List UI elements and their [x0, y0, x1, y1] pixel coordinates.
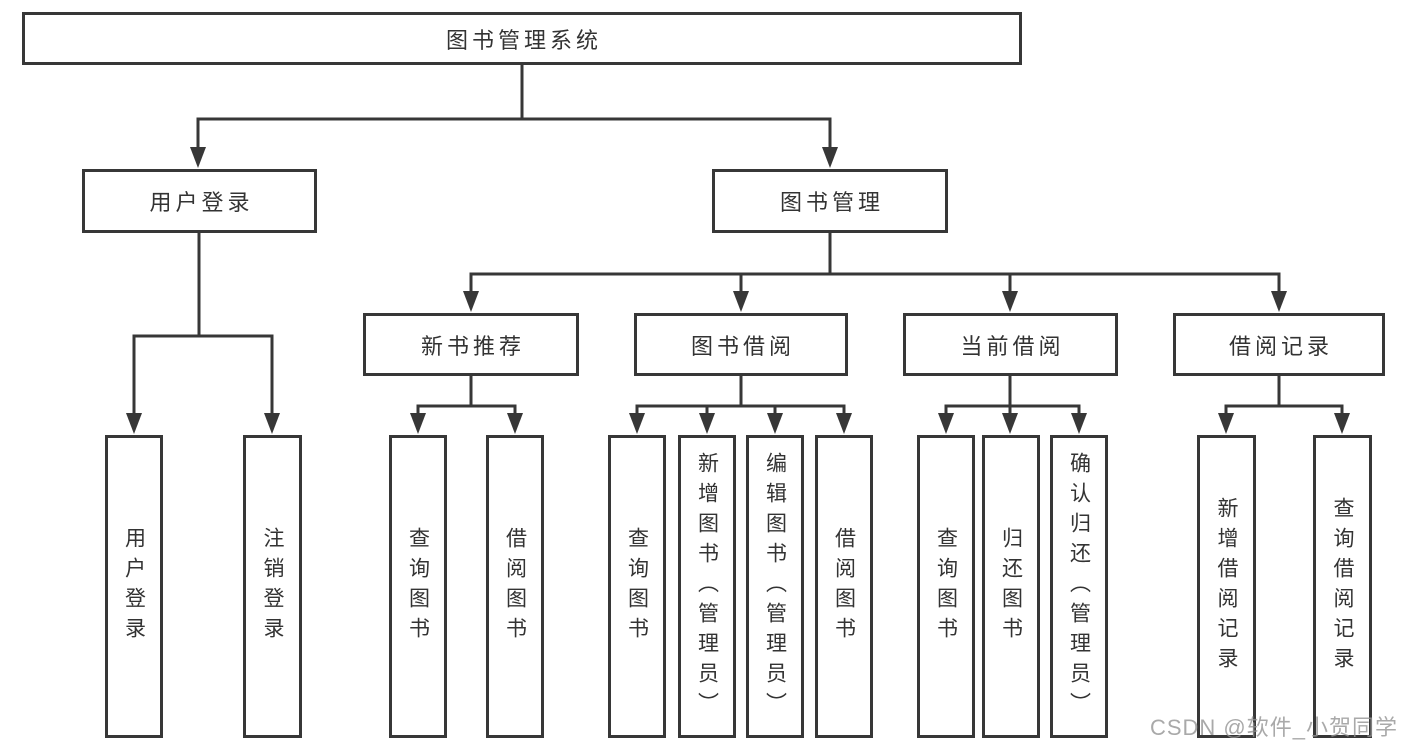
leaf-borrow-books: 借阅图书 [815, 435, 873, 738]
csdn-watermark: CSDN @软件_小贺同学 [1149, 715, 1398, 740]
leaf-logout: 注销登录 [243, 435, 302, 738]
leaf-search-books-current: 查询图书 [917, 435, 975, 738]
leaf-user-login: 用户登录 [105, 435, 163, 738]
node-new-book-recommend: 新书推荐 [363, 313, 579, 376]
leaf-edit-books-admin: 编辑图书（管理员） [746, 435, 804, 738]
node-library-system: 图书管理系统 [22, 12, 1022, 65]
leaf-return-books: 归还图书 [982, 435, 1040, 738]
leaf-confirm-return-admin: 确认归还（管理员） [1050, 435, 1108, 738]
leaf-add-borrow-record: 新增借阅记录 [1197, 435, 1256, 738]
leaf-borrow-books-recommend: 借阅图书 [486, 435, 544, 738]
leaf-search-borrow-record: 查询借阅记录 [1313, 435, 1372, 738]
leaf-add-books-admin: 新增图书（管理员） [678, 435, 736, 738]
arrowheads [126, 147, 1350, 434]
node-current-borrowing: 当前借阅 [903, 313, 1118, 376]
node-borrowing-records: 借阅记录 [1173, 313, 1385, 376]
node-book-management: 图书管理 [712, 169, 948, 233]
leaf-search-books-borrow: 查询图书 [608, 435, 666, 738]
node-user-login: 用户登录 [82, 169, 317, 233]
leaf-search-books-recommend: 查询图书 [389, 435, 447, 738]
node-book-borrowing: 图书借阅 [634, 313, 848, 376]
